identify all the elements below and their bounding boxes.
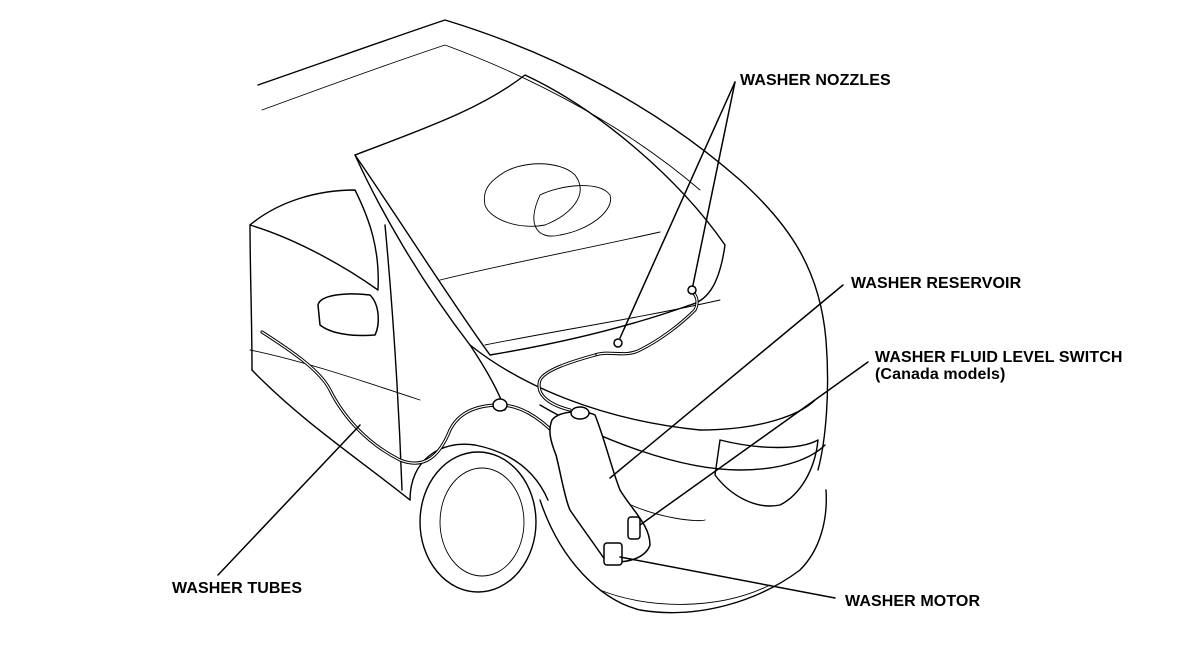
label-washer-nozzles: WASHER NOZZLES bbox=[740, 72, 891, 89]
leader-washer-motor bbox=[619, 556, 836, 599]
side-mirror bbox=[317, 293, 380, 337]
label-washer-reservoir: WASHER RESERVOIR bbox=[851, 275, 1022, 292]
door-crease bbox=[249, 349, 421, 401]
leader-washer-nozzles-left bbox=[619, 81, 736, 339]
front-bumper bbox=[539, 489, 827, 614]
rear-washer-tube bbox=[260, 330, 562, 465]
seat-outline bbox=[533, 185, 612, 237]
label-washer-tubes: WASHER TUBES bbox=[172, 580, 303, 597]
washer-nozzle-left bbox=[613, 338, 623, 348]
tube-grommet bbox=[492, 398, 508, 412]
rocker-panel bbox=[251, 369, 411, 501]
windshield-outline bbox=[354, 74, 726, 356]
leader-washer-nozzles-right bbox=[692, 81, 736, 286]
label-washer-motor: WASHER MOTOR bbox=[845, 593, 981, 610]
door-line bbox=[384, 224, 403, 491]
label-fluid-level-switch-group: WASHER FLUID LEVEL SWITCH (Canada models… bbox=[875, 349, 1123, 383]
roof-inner-line bbox=[261, 44, 701, 191]
headlight bbox=[714, 439, 819, 507]
leader-fluid-level-switch bbox=[639, 361, 869, 526]
side-window bbox=[249, 189, 379, 291]
bumper-lower bbox=[599, 584, 771, 605]
body-side-upper bbox=[249, 224, 253, 371]
leader-lines bbox=[217, 81, 869, 599]
front-tire bbox=[419, 451, 537, 593]
label-canada-models: (Canada models) bbox=[875, 366, 1006, 383]
steering-wheel bbox=[483, 163, 581, 227]
washer-motor bbox=[603, 542, 623, 566]
washer-reservoir bbox=[549, 410, 651, 563]
a-pillar bbox=[354, 154, 506, 411]
leader-washer-reservoir bbox=[609, 284, 844, 479]
hood-outline bbox=[469, 344, 816, 431]
reservoir-filler-cap bbox=[570, 406, 590, 420]
roof-outline bbox=[257, 19, 829, 471]
label-washer-fluid-level-switch: WASHER FLUID LEVEL SWITCH bbox=[875, 349, 1123, 366]
car-body bbox=[249, 19, 829, 614]
wheel-arch bbox=[409, 443, 549, 501]
grille-line bbox=[619, 499, 706, 522]
front-rim bbox=[439, 467, 525, 577]
cowl-line bbox=[484, 299, 721, 346]
washer-system bbox=[260, 285, 699, 566]
fluid-level-switch bbox=[627, 516, 641, 540]
dash-line bbox=[439, 231, 661, 281]
washer-nozzle-right bbox=[687, 285, 697, 295]
leader-washer-tubes bbox=[217, 424, 361, 576]
